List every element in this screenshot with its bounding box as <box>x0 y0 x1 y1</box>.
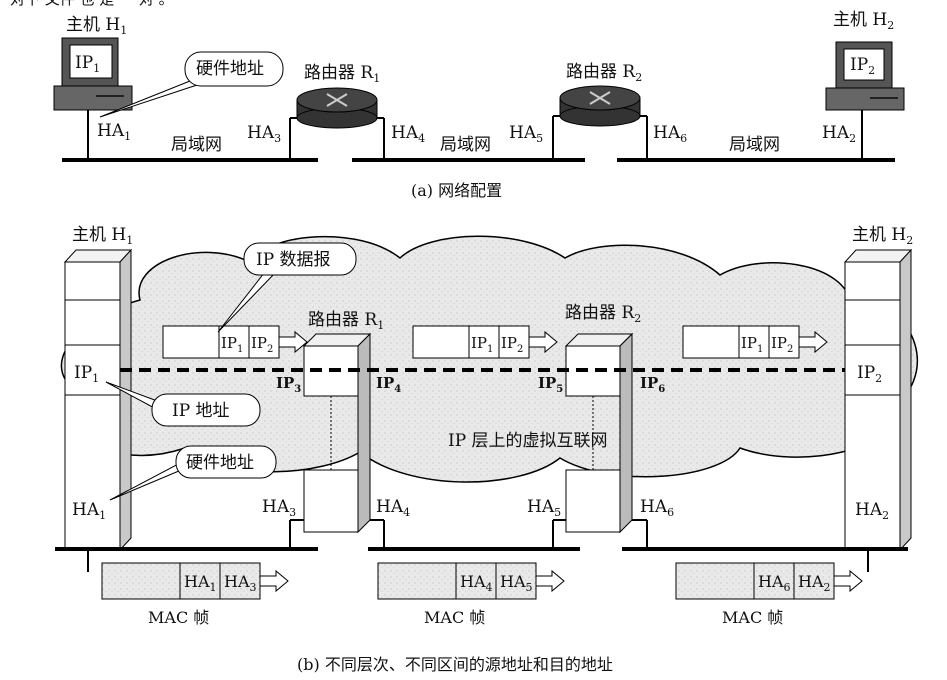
b-ip3-label: IP3 <box>276 374 301 395</box>
hw-addr-callout-text: 硬件地址 <box>186 453 254 473</box>
caption-a: (a) 网络配置 <box>411 181 502 200</box>
datagram-payload <box>162 325 220 359</box>
b-ha2-label: HA2 <box>855 500 889 522</box>
datagram-dst-label: IP2 <box>251 334 273 355</box>
part-a: 主机 H1 IP1 HA1 硬件地址 路由器 R1 <box>53 10 905 200</box>
frame-payload <box>675 562 755 600</box>
datagram-dst-field <box>248 325 280 359</box>
ha4-label: HA4 <box>391 123 425 145</box>
router1-label: 路由器 R1 <box>304 63 380 85</box>
frame-src-label: HA4 <box>460 572 493 594</box>
frame-src-field <box>179 562 221 600</box>
hw-callout-bubble <box>184 51 284 87</box>
frame-arrow-icon <box>535 569 565 593</box>
ha5-label: HA5 <box>509 123 543 145</box>
datagram-dst-field <box>768 325 800 359</box>
datagram-arrow-icon <box>528 330 558 354</box>
mac-frame-label: MAC 帧 <box>424 608 485 627</box>
ip-datagram-3: IP1 IP2 <box>682 325 828 359</box>
datagram-arrow-icon <box>798 330 828 354</box>
b-router2-label: 路由器 R2 <box>565 303 641 325</box>
mac-frame-label: MAC 帧 <box>722 608 783 627</box>
host1-protocol-stack <box>63 248 133 572</box>
hw-callout-text: 硬件地址 <box>196 59 264 79</box>
b-ip2-label: IP2 <box>857 363 882 385</box>
router2-cube <box>564 332 634 534</box>
b-ha3-label: HA3 <box>262 497 296 519</box>
b-ip6-label: IP6 <box>640 374 665 395</box>
frame-src-field <box>455 562 497 600</box>
host2-ip-label: IP2 <box>850 55 875 77</box>
frame-dst-field <box>219 562 261 600</box>
router1-icon <box>289 87 385 160</box>
b-host2-label: 主机 H2 <box>852 225 913 247</box>
b-ip5-label: IP5 <box>538 374 563 395</box>
datagram-dst-label: IP2 <box>771 334 793 355</box>
frame-src-label: HA1 <box>184 572 217 594</box>
host2-computer-icon <box>825 41 905 160</box>
datagram-payload <box>412 325 470 359</box>
lan3-label: 局域网 <box>729 135 780 155</box>
b-ha5-label: HA5 <box>527 497 561 519</box>
frame-arrow-icon <box>259 569 289 593</box>
ip-datagram-callout-bubble <box>243 242 357 276</box>
frame-src-label: HA6 <box>758 572 791 594</box>
datagram-dst-label: IP2 <box>501 334 523 355</box>
datagram-dst-field <box>498 325 530 359</box>
frame-dst-label: HA3 <box>224 572 257 594</box>
frame-dst-label: HA2 <box>798 572 831 594</box>
datagram-src-label: IP1 <box>741 334 763 355</box>
ha1-label: HA1 <box>97 121 131 143</box>
ip-datagrams: IP1 IP2 IP1 IP2 IP1 IP2 <box>162 325 828 359</box>
ip-addr-callout-bubble <box>151 393 261 427</box>
datagram-src-label: IP1 <box>471 334 493 355</box>
frame-payload <box>101 562 181 600</box>
host1-label: 主机 H1 <box>66 15 127 37</box>
hw-addr-callout-bubble <box>175 445 277 479</box>
ha3-label: HA3 <box>247 123 281 145</box>
b-router1-label: 路由器 R1 <box>308 310 384 332</box>
b-host1-label: 主机 H1 <box>72 225 133 247</box>
b-ha1-label: HA1 <box>72 500 106 522</box>
frame-payload <box>377 562 457 600</box>
ha6-label: HA6 <box>653 123 687 145</box>
lan2-label: 局域网 <box>440 135 491 155</box>
ip-datagram-callout-text: IP 数据报 <box>256 250 331 270</box>
b-ha6-label: HA6 <box>640 497 674 519</box>
datagram-src-label: IP1 <box>221 334 243 355</box>
datagram-src-field <box>218 325 250 359</box>
router2-icon <box>552 85 648 160</box>
frame-src-field <box>753 562 795 600</box>
top-cut-text: 对下 文件 也 是 一 对 。 <box>10 0 174 8</box>
b-ip1-label: IP1 <box>74 363 99 385</box>
router2-label: 路由器 R2 <box>566 62 642 84</box>
mac-frame-label: MAC 帧 <box>148 608 209 627</box>
frame-dst-field <box>495 562 537 600</box>
ip-addr-callout-text: IP 地址 <box>172 401 230 421</box>
host2-label: 主机 H2 <box>833 10 894 32</box>
ip-datagram-1: IP1 IP2 <box>162 325 308 359</box>
frame-dst-label: HA5 <box>500 572 533 594</box>
b-ha4-label: HA4 <box>376 497 410 519</box>
datagram-arrow-icon <box>278 330 308 354</box>
host1-computer-icon <box>53 37 133 160</box>
ha2-label: HA2 <box>822 123 856 145</box>
frame-arrow-icon <box>833 569 863 593</box>
ip-datagram-2: IP1 IP2 <box>412 325 558 359</box>
datagram-payload <box>682 325 740 359</box>
host1-ip-label: IP1 <box>75 53 100 75</box>
cloud-label: IP 层上的虚拟互联网 <box>448 431 608 451</box>
lan1-label: 局域网 <box>171 135 222 155</box>
b-ip4-label: IP4 <box>376 374 401 395</box>
host2-protocol-stack <box>843 248 913 572</box>
caption-b: (b) 不同层次、不同区间的源地址和目的地址 <box>297 655 613 674</box>
